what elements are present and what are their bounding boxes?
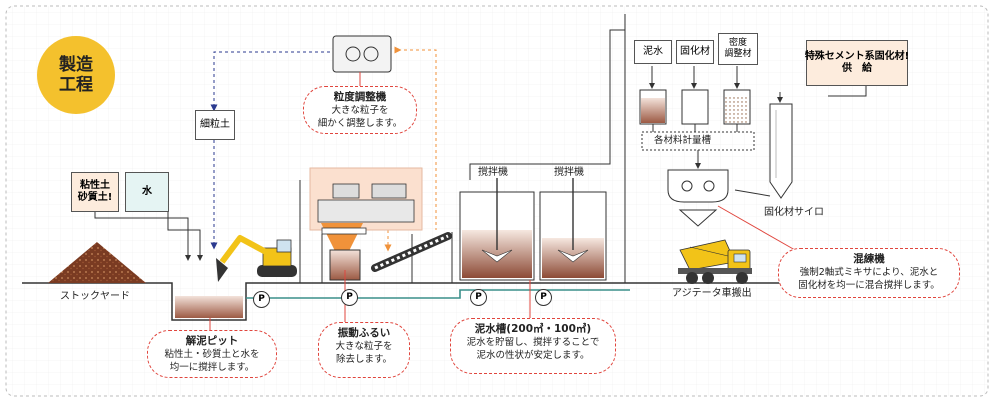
pit-callout: 解泥ピット 粘性土・砂質土と水を 均一に撹拌します。 [147,330,277,378]
slurry-tank-1 [459,178,535,281]
pump-icon: P [535,289,552,306]
stockyard-label: ストックヤード [60,291,130,302]
binder-material-box: 固化材 [676,40,714,64]
mixer-leader [717,205,796,251]
screen-callout-title: 振動ふるい [337,327,391,339]
water-input-box: 水 [125,172,169,212]
conveyor-icon [371,232,452,272]
mixer-callout-title: 混練機 [853,253,885,265]
soil-pile [48,242,146,283]
agitator-truck-label: アジテータ車搬出 [672,288,752,299]
clay-input-box: 粘性土 砂質土! [71,172,119,212]
fine-soil-box: 細粒土 [195,110,235,140]
slurry-hopper [639,66,667,125]
tank-callout: 泥水槽(200㎥・100㎥) 泥水を貯留し、撹拌することで 泥水の性状が安定しま… [450,318,616,374]
kneading-mixer [667,169,729,227]
water-arrow [167,205,203,261]
vibrating-screen [309,167,423,283]
mixer-callout-body: 強制2軸式ミキサにより、泥水と 固化材を均一に混合撹拌します。 [798,267,940,291]
tank-callout-title: 泥水槽(200㎥・100㎥) [474,323,592,335]
cement-silo [769,103,793,199]
sizing-callout-body: 大きな粒子を 細かく調整します。 [317,105,403,129]
slurry-material-box: 泥水 [634,40,672,64]
fine-soil-return-line [210,51,330,112]
pump-icon: P [470,289,487,306]
cement-supply-box: 特殊セメント系固化材! 供 給 [805,40,909,86]
sizing-callout: 粒度調整機 大きな粒子を 細かく調整します。 [303,86,417,134]
badge-line2: 工程 [59,75,93,95]
tank-callout-body: 泥水を貯留し、撹拌することで 泥水の性状が安定します。 [466,337,600,361]
density-hopper [723,66,751,125]
silo-label: 固化材サイロ [764,207,824,218]
screen-callout: 振動ふるい 大きな粒子を 除去します。 [318,322,410,378]
screen-callout-body: 大きな粒子を 除去します。 [335,341,393,365]
agitator-label-1: 撹拌機 [478,167,508,178]
transfer-pipe [469,29,625,180]
oversize-line [394,46,437,230]
density-material-box: 密度 調整材 [718,33,758,65]
agitator-truck-icon [678,239,752,284]
process-badge: 製造 工程 [37,36,115,114]
binder-hopper [681,66,709,125]
pump-icon: P [253,291,270,308]
excavator-icon [216,235,297,282]
particle-size-adjuster [332,35,392,73]
agitator-label-2: 撹拌機 [554,167,584,178]
sizing-callout-title: 粒度調整機 [333,91,387,103]
hopper-outlets [652,124,738,132]
pit-callout-body: 粘性土・砂質土と水を 均一に撹拌します。 [164,349,260,373]
pump-icon: P [341,289,358,306]
silo-to-mixer-line [734,189,771,197]
pit-slurry [175,296,243,318]
weighing-label: 各材料計量槽 [654,135,712,146]
pit-callout-title: 解泥ピット [185,335,239,347]
slurry-tank-2 [539,178,607,281]
mixer-callout: 混練機 強制2軸式ミキサにより、泥水と 固化材を均一に混合撹拌します。 [778,248,960,298]
badge-line1: 製造 [59,54,93,75]
